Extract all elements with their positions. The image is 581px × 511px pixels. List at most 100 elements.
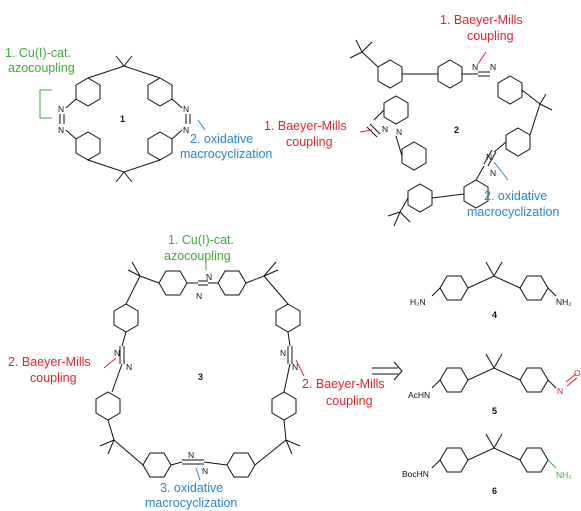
n-label: N [114, 348, 120, 358]
annotation-oxidative-macrocyclization: macrocyclization [180, 147, 272, 161]
leader-line [39, 89, 52, 119]
leader-line [493, 161, 509, 181]
n-label: N [490, 168, 496, 178]
annotation-oxidative-macrocyclization: 3. oxidative [160, 481, 223, 495]
compound-3-azo [119, 280, 293, 465]
annotation-baeyer-mills: 2. Baeyer-Mills [302, 377, 385, 391]
annotation-baeyer-mills: coupling [286, 135, 333, 149]
amine-group: NH₂ [556, 297, 572, 307]
ring [275, 303, 301, 333]
compound-2-azo [366, 71, 497, 167]
compound-number: 3 [198, 372, 203, 382]
ring [439, 367, 469, 393]
ring [401, 141, 427, 171]
leader-line [197, 119, 206, 131]
ring [147, 77, 173, 107]
compound-4: H₂N NH₂ 4 [410, 261, 572, 320]
ring [497, 75, 523, 105]
compound-number: 6 [492, 486, 497, 496]
compound-3: N N N N N N N N 3 1. Cu(I)-cat. azocoupl… [8, 233, 385, 510]
compound-number: 1 [120, 114, 125, 124]
n-label: N [126, 362, 132, 372]
ring [158, 270, 188, 296]
ring [147, 131, 173, 161]
compound-5: AcHN N O 5 [408, 353, 581, 416]
ring [439, 447, 469, 473]
annotation-oxidative-macrocyclization: macrocyclization [467, 205, 559, 219]
ring [439, 275, 469, 301]
n-label: N [183, 104, 189, 114]
annotation-cu-cat-azocoupling: 1. Cu(I)-cat. [5, 46, 71, 60]
annotation-baeyer-mills: coupling [30, 371, 77, 385]
n-label: N [58, 125, 64, 135]
leader-line [195, 467, 201, 481]
compound-1-bonds [65, 55, 183, 183]
n-label: N [472, 62, 478, 72]
n-label: N [382, 124, 388, 134]
boc-amine-group: BocHN [402, 469, 429, 479]
compound-6-bonds [431, 433, 521, 469]
compound-2: N N N N N N 2 1. Baeyer-Mills coupling 1… [264, 13, 559, 227]
n-label: N [183, 125, 189, 135]
ring [463, 179, 489, 209]
compound-1: N N N N 1 1. Cu(I)-cat. azocoupling 2. o… [5, 46, 272, 183]
n-label: N [396, 127, 402, 137]
ring [142, 452, 172, 478]
n-label: N [280, 348, 286, 358]
compound-number: 5 [492, 406, 497, 416]
n-label: N [188, 450, 194, 460]
ring [271, 391, 297, 421]
acetamide-group: AcHN [408, 390, 430, 400]
ring [505, 127, 531, 157]
annotation-baeyer-mills: 1. Baeyer-Mills [440, 13, 523, 27]
retrosynthetic-arrow [372, 361, 403, 381]
leader-line [359, 129, 373, 133]
annotation-oxidative-macrocyclization: 2. oxidative [484, 189, 547, 203]
annotation-cu-cat-azocoupling: 1. Cu(I)-cat. [168, 233, 234, 247]
n-label: N [58, 104, 64, 114]
nitroso-group: N [557, 386, 563, 396]
ring [75, 77, 101, 107]
ring [437, 59, 463, 89]
annotation-baeyer-mills: 2. Baeyer-Mills [8, 355, 91, 369]
compound-4-bonds [431, 261, 557, 297]
annotation-baeyer-mills: coupling [467, 29, 514, 43]
compound-1-azo [59, 114, 191, 124]
annotation-cu-cat-azocoupling: azocoupling [8, 61, 75, 75]
annotation-baeyer-mills: 1. Baeyer-Mills [264, 119, 347, 133]
ring [377, 59, 403, 89]
ring [407, 183, 433, 213]
compound-3-bonds [99, 261, 301, 466]
ring [226, 452, 256, 478]
n-label: N [292, 362, 298, 372]
ring [75, 131, 101, 161]
compound-5-bonds [431, 353, 557, 389]
ring [383, 95, 409, 125]
compound-number: 2 [454, 125, 459, 135]
amine-bond [547, 459, 557, 469]
compound-number: 4 [492, 310, 497, 320]
nitroso-bond [565, 373, 578, 387]
n-label: N [206, 272, 212, 282]
n-label: N [196, 291, 202, 301]
nitroso-oxygen: O [574, 368, 581, 378]
n-label: N [486, 152, 492, 162]
ring [95, 391, 121, 421]
ring [519, 367, 549, 393]
annotation-baeyer-mills: coupling [326, 394, 373, 408]
ring [519, 447, 549, 473]
n-label: N [202, 466, 208, 476]
compound-2-bonds [349, 39, 553, 227]
amine-group: H₂N [410, 297, 426, 307]
compound-6: BocHN NH₂ 6 [402, 433, 572, 496]
amine-group: NH₂ [556, 470, 572, 480]
annotation-oxidative-macrocyclization: 2. oxidative [190, 132, 253, 146]
n-label: N [490, 62, 496, 72]
leader-line [295, 359, 305, 377]
ring [519, 275, 549, 301]
ring [217, 270, 247, 296]
leader-line [477, 51, 487, 65]
annotation-oxidative-macrocyclization: macrocyclization [145, 496, 237, 510]
annotation-cu-cat-azocoupling: azocoupling [164, 249, 231, 263]
